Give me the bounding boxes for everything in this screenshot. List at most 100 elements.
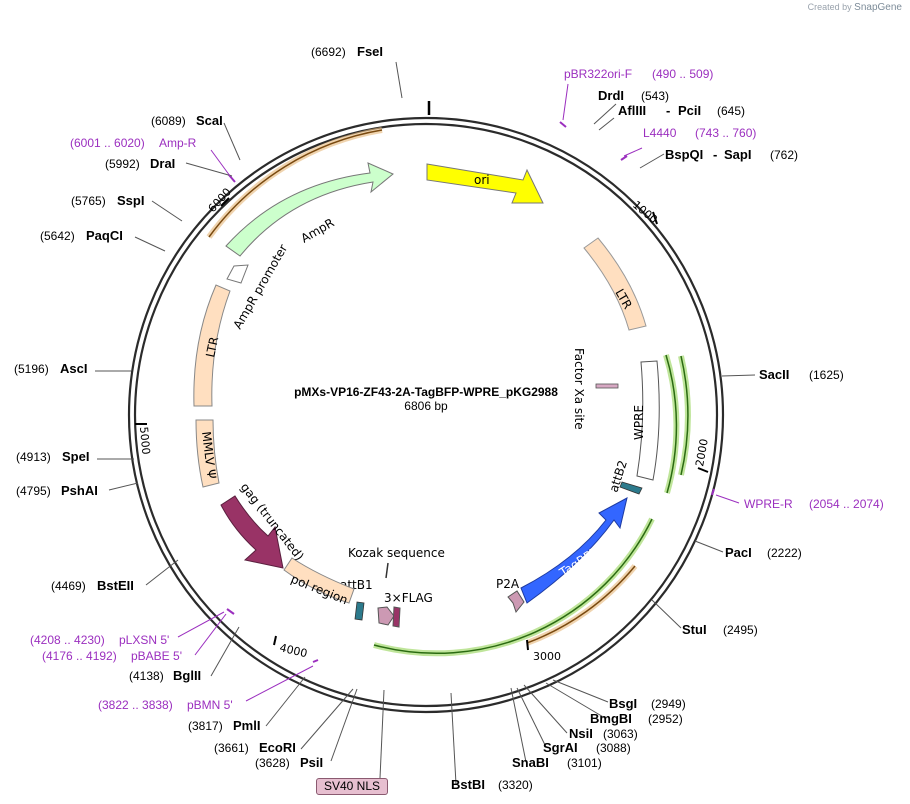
enzyme-bglii-name: BglII bbox=[173, 668, 201, 683]
feature-kozak[interactable]: Kozak sequence bbox=[348, 546, 445, 579]
primer-l4440-range: (743 .. 760) bbox=[695, 126, 756, 140]
enzyme-pmli-pos: (3817) bbox=[188, 719, 223, 733]
feature-p2a[interactable]: P2A bbox=[496, 577, 525, 614]
enzyme-paqci-name: PaqCI bbox=[86, 228, 123, 243]
enzyme-pshai-pos: (4795) bbox=[16, 484, 51, 498]
feature-ltr-right[interactable]: LTR bbox=[583, 237, 647, 331]
enzyme-sacii-name: SacII bbox=[759, 367, 789, 382]
primer-pbabe-5[interactable]: (4176 .. 4192) pBABE 5' bbox=[42, 649, 182, 663]
enzyme-ecori[interactable]: (3661) EcoRI bbox=[214, 740, 296, 755]
primer-pbmn-name: pBMN 5' bbox=[187, 698, 233, 712]
enzyme-sspi-name: SspI bbox=[117, 193, 144, 208]
map-title: pMXs-VP16-ZF43-2A-TagBFP-WPRE_pKG2988 bbox=[294, 385, 558, 399]
enzyme-spei-name: SpeI bbox=[62, 449, 89, 464]
enzyme-pmli[interactable]: (3817) PmlI bbox=[188, 718, 260, 733]
feature-3xflag-label: 3×FLAG bbox=[384, 591, 433, 605]
enzyme-asci-name: AscI bbox=[60, 361, 87, 376]
feature-ltr-left-label: LTR bbox=[203, 335, 221, 358]
primer-amp-r[interactable]: (6001 .. 6020) Amp-R bbox=[70, 136, 197, 150]
enzyme-bmgbi-name: BmgBI bbox=[590, 711, 632, 726]
orf-arc-upper-core bbox=[208, 129, 383, 238]
primer-pbabe-range: (4176 .. 4192) bbox=[42, 649, 117, 663]
enzyme-bstbi[interactable]: BstBI (3320) bbox=[451, 777, 533, 792]
enzyme-pcii-name: PciI bbox=[678, 103, 701, 118]
enzyme-nsii[interactable]: NsiI (3063) bbox=[569, 726, 638, 741]
enzyme-drdi-pos: (543) bbox=[641, 89, 669, 103]
branding-name: SnapGene bbox=[854, 2, 902, 13]
feature-ampr[interactable]: AmpR bbox=[225, 162, 394, 257]
primer-pbr322ori-f[interactable]: pBR322ori-F (490 .. 509) bbox=[564, 67, 713, 81]
feature-ampr-promoter[interactable]: AmpR promoter bbox=[226, 242, 290, 332]
primer-wpre-r-range: (2054 .. 2074) bbox=[809, 497, 884, 511]
enzyme-pmli-name: PmlI bbox=[233, 718, 260, 733]
enzyme-psii-pos: (3628) bbox=[255, 756, 290, 770]
enzyme-drai[interactable]: (5992) DraI bbox=[105, 156, 175, 171]
enzyme-scai[interactable]: (6089) ScaI bbox=[151, 113, 223, 128]
feature-3xflag[interactable]: 3×FLAG bbox=[377, 591, 433, 628]
enzyme-asci[interactable]: (5196) AscI bbox=[14, 361, 87, 376]
enzyme-pshai-name: PshAI bbox=[61, 483, 98, 498]
enzyme-fsei[interactable]: (6692) FseI bbox=[311, 44, 383, 59]
enzyme-snabi-pos: (3101) bbox=[567, 756, 602, 770]
enzyme-bsteii[interactable]: (4469) BstEII bbox=[51, 578, 134, 593]
primer-wpre-r-name: WPRE-R bbox=[744, 497, 793, 511]
feature-wpre[interactable]: WPRE bbox=[632, 360, 660, 481]
tick-3000: 3000 bbox=[533, 650, 561, 663]
enzyme-fsei-name: FseI bbox=[357, 44, 383, 59]
feature-ltr-left[interactable]: LTR bbox=[193, 284, 231, 407]
primer-l4440[interactable]: L4440 (743 .. 760) bbox=[643, 126, 756, 140]
enzyme-spei[interactable]: (4913) SpeI bbox=[16, 449, 89, 464]
feature-ori[interactable]: ori bbox=[426, 163, 544, 204]
enzyme-bmgbi[interactable]: BmgBI (2952) bbox=[590, 711, 683, 726]
enzyme-paci-name: PacI bbox=[725, 545, 752, 560]
enzyme-sapi-name: SapI bbox=[724, 147, 751, 162]
enzyme-bglii[interactable]: (4138) BglII bbox=[129, 668, 201, 683]
enzyme-sspi-pos: (5765) bbox=[71, 194, 106, 208]
enzyme-drdi[interactable]: DrdI (543) bbox=[598, 88, 669, 103]
enzyme-bspqi-sapi[interactable]: BspQI - SapI (762) bbox=[665, 147, 798, 162]
feature-sv40-nls[interactable]: SV40 NLS bbox=[316, 778, 388, 795]
feature-factor-xa[interactable]: Factor Xa site bbox=[572, 348, 619, 430]
enzyme-sacii[interactable]: SacII (1625) bbox=[759, 367, 844, 382]
enzyme-bspqi-pos: (762) bbox=[770, 148, 798, 162]
enzyme-psii-name: PsiI bbox=[300, 755, 323, 770]
enzyme-paqci[interactable]: (5642) PaqCI bbox=[40, 228, 123, 243]
feature-ampr-label: AmpR bbox=[299, 216, 337, 246]
enzyme-pshai[interactable]: (4795) PshAI bbox=[16, 483, 98, 498]
primer-amp-r-name: Amp-R bbox=[159, 136, 197, 150]
tick-4000: 4000 bbox=[278, 641, 308, 660]
enzyme-sspi[interactable]: (5765) SspI bbox=[71, 193, 144, 208]
enzyme-bspqi-sep: - bbox=[713, 147, 717, 162]
enzyme-afliii-pos: (645) bbox=[717, 104, 745, 118]
primer-pbmn-5[interactable]: (3822 .. 3838) pBMN 5' bbox=[98, 698, 233, 712]
feature-gag[interactable]: gag (truncated) bbox=[220, 480, 307, 569]
branding-prefix: Created by bbox=[807, 2, 852, 12]
enzyme-stui[interactable]: StuI (2495) bbox=[682, 622, 758, 637]
enzyme-bsgi[interactable]: BsgI (2949) bbox=[609, 696, 686, 711]
enzyme-ecori-name: EcoRI bbox=[259, 740, 296, 755]
primer-amp-r-range: (6001 .. 6020) bbox=[70, 136, 145, 150]
enzyme-scai-name: ScaI bbox=[196, 113, 223, 128]
snapgene-branding: Created by SnapGene bbox=[808, 2, 902, 13]
enzyme-sgrai[interactable]: SgrAI (3088) bbox=[543, 740, 631, 755]
enzyme-paci[interactable]: PacI (2222) bbox=[725, 545, 802, 560]
feature-mmlv-psi[interactable]: MMLV Ψ bbox=[195, 419, 220, 488]
feature-factor-xa-label: Factor Xa site bbox=[572, 348, 586, 430]
map-length: 6806 bp bbox=[404, 399, 448, 413]
enzyme-afliii-pcii[interactable]: AflIII - PciI (645) bbox=[618, 103, 745, 118]
tick-marks: 1000 2000 3000 4000 5000 6000 bbox=[135, 186, 711, 663]
primer-plxsn-5[interactable]: (4208 .. 4230) pLXSN 5' bbox=[30, 633, 169, 647]
enzyme-bstbi-pos: (3320) bbox=[498, 778, 533, 792]
enzyme-ecori-pos: (3661) bbox=[214, 741, 249, 755]
enzyme-psii[interactable]: (3628) PsiI bbox=[255, 755, 323, 770]
feature-wpre-label: WPRE bbox=[632, 405, 646, 440]
enzyme-bsgi-pos: (2949) bbox=[651, 697, 686, 711]
feature-tagbfp[interactable]: TagBFP bbox=[520, 497, 628, 604]
primer-wpre-r[interactable]: WPRE-R (2054 .. 2074) bbox=[744, 497, 884, 511]
enzyme-snabi[interactable]: SnaBI (3101) bbox=[512, 755, 602, 770]
sv40-leader bbox=[379, 689, 385, 779]
primer-leaders bbox=[177, 83, 740, 702]
enzyme-bsteii-name: BstEII bbox=[97, 578, 134, 593]
enzyme-bstbi-name: BstBI bbox=[451, 777, 485, 792]
